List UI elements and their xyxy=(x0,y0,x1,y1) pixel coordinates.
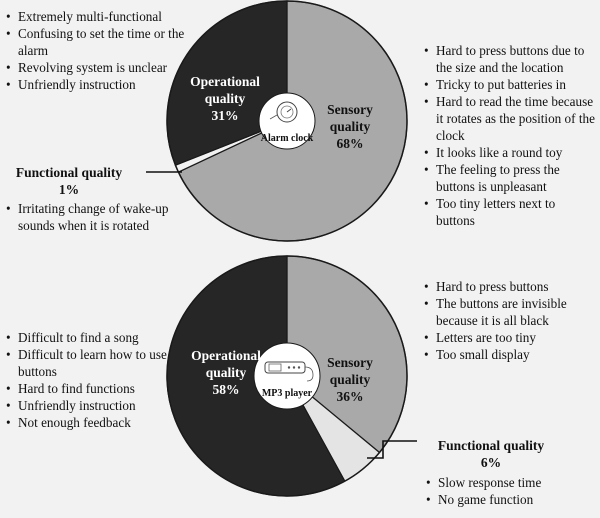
note-item: Slow response time xyxy=(426,474,586,491)
note-item: Tricky to put batteries in xyxy=(424,76,596,93)
pie-outline xyxy=(166,0,408,242)
note-item: Difficult to find a song xyxy=(6,329,174,346)
alarm-functional-notes: Irritating change of wake-up sounds when… xyxy=(6,200,176,234)
mp3-operational-notes: Difficult to find a songDifficult to lea… xyxy=(6,329,174,431)
note-item: Unfriendly instruction xyxy=(6,76,186,93)
center-disc xyxy=(253,342,321,410)
sensory-value-label: 68% xyxy=(337,136,364,151)
mp3-player-icon xyxy=(264,361,314,382)
alarm-functional-label: Functional quality 1% xyxy=(15,165,123,197)
note-item: Letters are too tiny xyxy=(424,329,594,346)
note-item: It looks like a round toy xyxy=(424,144,596,161)
operational-value-label: 31% xyxy=(212,108,239,123)
sensory-value-label: 36% xyxy=(337,389,364,404)
center-label: MP3 player xyxy=(262,388,313,399)
note-item: Not enough feedback xyxy=(6,414,174,431)
mp3-functional-notes: Slow response timeNo game function xyxy=(426,474,586,508)
alarm-sensory-notes: Hard to press buttons due to the size an… xyxy=(424,42,596,229)
center-disc xyxy=(258,92,316,150)
functional-leader-line xyxy=(367,440,417,459)
note-item: Unfriendly instruction xyxy=(6,397,174,414)
alarm-operational-notes: Extremely multi-functionalConfusing to s… xyxy=(6,8,186,93)
operational-value-label: 58% xyxy=(213,382,240,397)
note-item: Too small display xyxy=(424,346,594,363)
note-item: Revolving system is unclear xyxy=(6,59,186,76)
note-item: The buttons are invisible because it is … xyxy=(424,295,594,329)
note-item: Hard to press buttons xyxy=(424,278,594,295)
mp3-functional-label: Functional quality 6% xyxy=(437,438,545,470)
center-label: Alarm clock xyxy=(261,133,314,144)
note-item: Hard to read the time because it rotates… xyxy=(424,93,596,144)
note-item: Difficult to learn how to use buttons xyxy=(6,346,174,380)
note-item: Too tiny letters next to buttons xyxy=(424,195,596,229)
note-item: No game function xyxy=(426,491,586,508)
note-item: The feeling to press the buttons is unpl… xyxy=(424,161,596,195)
note-item: Confusing to set the time or the alarm xyxy=(6,25,186,59)
note-item: Hard to find functions xyxy=(6,380,174,397)
note-item: Irritating change of wake-up sounds when… xyxy=(6,200,176,234)
mp3-sensory-notes: Hard to press buttonsThe buttons are inv… xyxy=(424,278,594,363)
note-item: Extremely multi-functional xyxy=(6,8,186,25)
note-item: Hard to press buttons due to the size an… xyxy=(424,42,596,76)
alarm-clock-icon xyxy=(269,101,298,123)
